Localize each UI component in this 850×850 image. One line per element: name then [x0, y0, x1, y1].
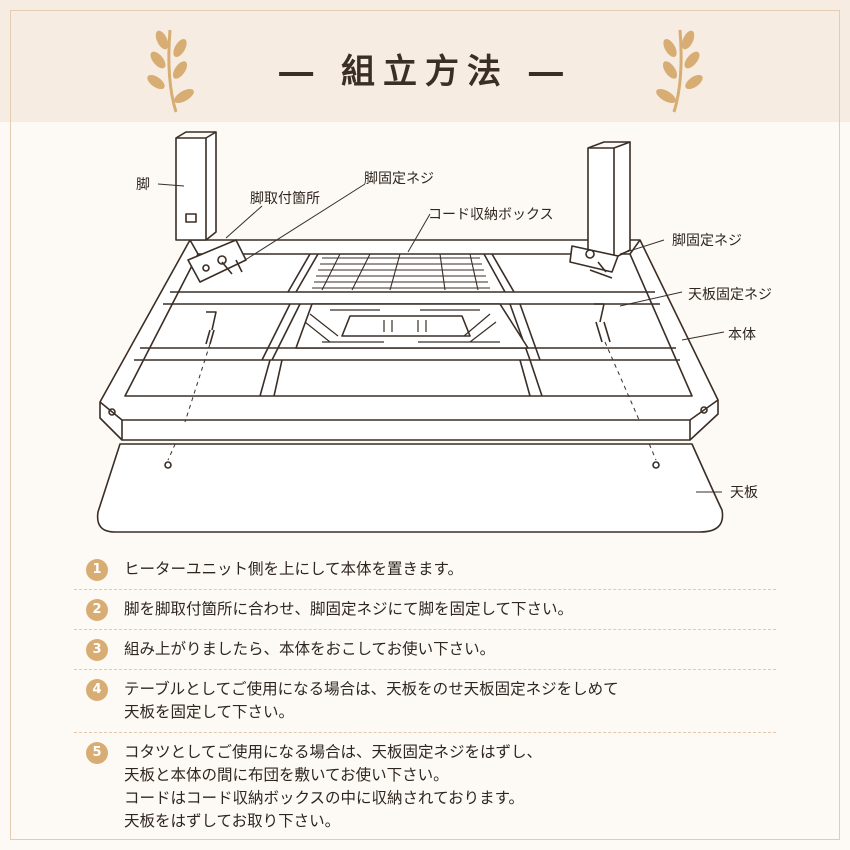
label-leg-screw-top: 脚固定ネジ: [364, 171, 434, 187]
label-leg-mount: 脚取付箇所: [250, 191, 320, 207]
table-top-board: [96, 443, 724, 533]
step-number: 2: [86, 599, 108, 621]
page-title: ― 組立方法 ―: [279, 52, 571, 92]
step-text: 組み上がりましたら、本体をおこしてお使い下さい。: [124, 640, 496, 658]
step-number: 1: [86, 559, 108, 581]
step-text: コタツとしてご使用になる場合は、天板固定ネジをはずし、: [124, 743, 543, 761]
label-leg-screw-right: 脚固定ネジ: [672, 233, 742, 249]
step-text: 天板を固定して下さい。: [124, 703, 295, 721]
step-text: 天板をはずしてお取り下さい。: [124, 812, 341, 830]
step-text: 天板と本体の間に布団を敷いてお使い下さい。: [124, 766, 449, 784]
label-cord-box: コード収納ボックス: [428, 207, 554, 223]
label-body: 本体: [728, 327, 756, 343]
step-text: コードはコード収納ボックスの中に収納されております。: [124, 789, 525, 807]
step-item: 4 テーブルとしてご使用になる場合は、天板をのせ天板固定ネジをしめて 天板を固定…: [74, 670, 776, 733]
step-item: 5 コタツとしてご使用になる場合は、天板固定ネジをはずし、 天板と本体の間に布団…: [74, 733, 776, 841]
step-text: 脚を脚取付箇所に合わせ、脚固定ネジにて脚を固定して下さい。: [124, 600, 574, 618]
step-number: 5: [86, 742, 108, 764]
step-text: ヒーターユニット側を上にして本体を置きます。: [124, 560, 463, 578]
step-number: 3: [86, 639, 108, 661]
label-top-screw: 天板固定ネジ: [688, 287, 772, 303]
laurel-left-icon: [147, 29, 194, 113]
step-item: 3 組み上がりましたら、本体をおこしてお使い下さい。: [74, 630, 776, 670]
step-item: 2 脚を脚取付箇所に合わせ、脚固定ネジにて脚を固定して下さい。: [74, 590, 776, 630]
step-number: 4: [86, 679, 108, 701]
step-item: 1 ヒーターユニット側を上にして本体を置きます。: [74, 550, 776, 590]
step-text: テーブルとしてご使用になる場合は、天板をのせ天板固定ネジをしめて: [124, 680, 619, 698]
header-band: [0, 0, 850, 122]
label-top-board: 天板: [730, 485, 758, 501]
assembly-steps: 1 ヒーターユニット側を上にして本体を置きます。 2 脚を脚取付箇所に合わせ、脚…: [74, 550, 776, 841]
laurel-right-icon: [656, 29, 703, 113]
assembly-diagram: [96, 131, 725, 533]
right-leg: [587, 141, 631, 259]
label-leg: 脚: [136, 177, 150, 193]
